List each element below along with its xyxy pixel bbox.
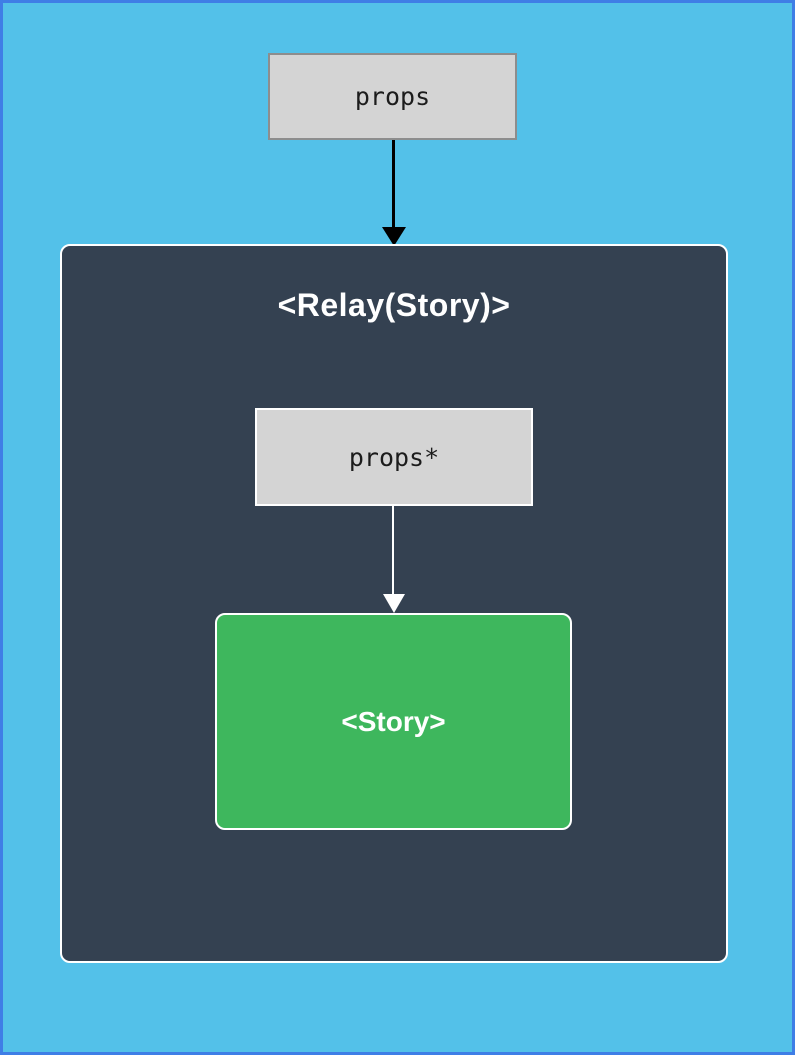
props-box: props	[268, 53, 517, 140]
props-to-relay-arrow-line	[392, 140, 395, 227]
props-star-box-label: props*	[348, 442, 440, 472]
props-star-to-story-arrowhead-icon	[383, 594, 405, 613]
props-star-box: props*	[255, 408, 533, 506]
props-star-to-story-arrow-line	[392, 506, 394, 595]
relay-container-title: <Relay(Story)>	[277, 287, 511, 323]
relay-story-container: <Relay(Story)> props* <Story>	[60, 244, 728, 963]
props-box-label: props	[354, 82, 431, 111]
story-box-label: <Story>	[341, 705, 446, 737]
story-box: <Story>	[215, 613, 572, 830]
props-to-relay-arrowhead-icon	[382, 227, 406, 246]
